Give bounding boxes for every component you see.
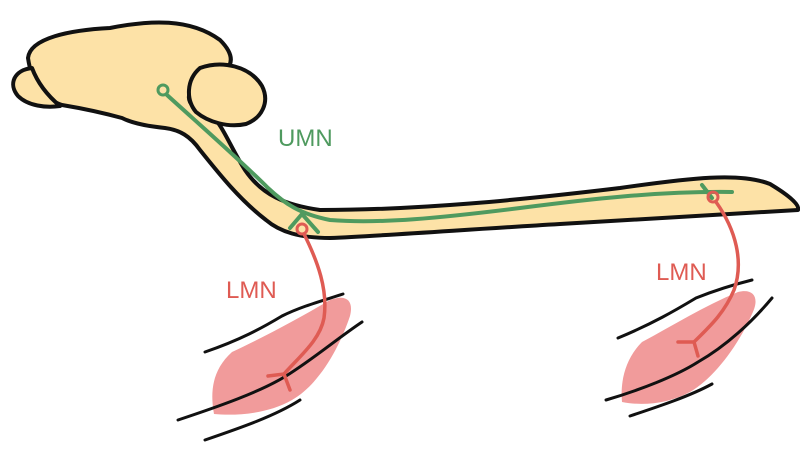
cerebellum	[189, 65, 265, 126]
brain-and-spinal-cord	[13, 22, 798, 238]
hind-limb-muscle	[606, 280, 772, 416]
umn-label: UMN	[278, 125, 333, 152]
lmn-hind-label: LMN	[656, 259, 707, 286]
cerebrum-and-spinal-cord	[28, 22, 798, 238]
front-limb-muscle	[178, 294, 362, 440]
lmn-front-label: LMN	[226, 277, 277, 304]
